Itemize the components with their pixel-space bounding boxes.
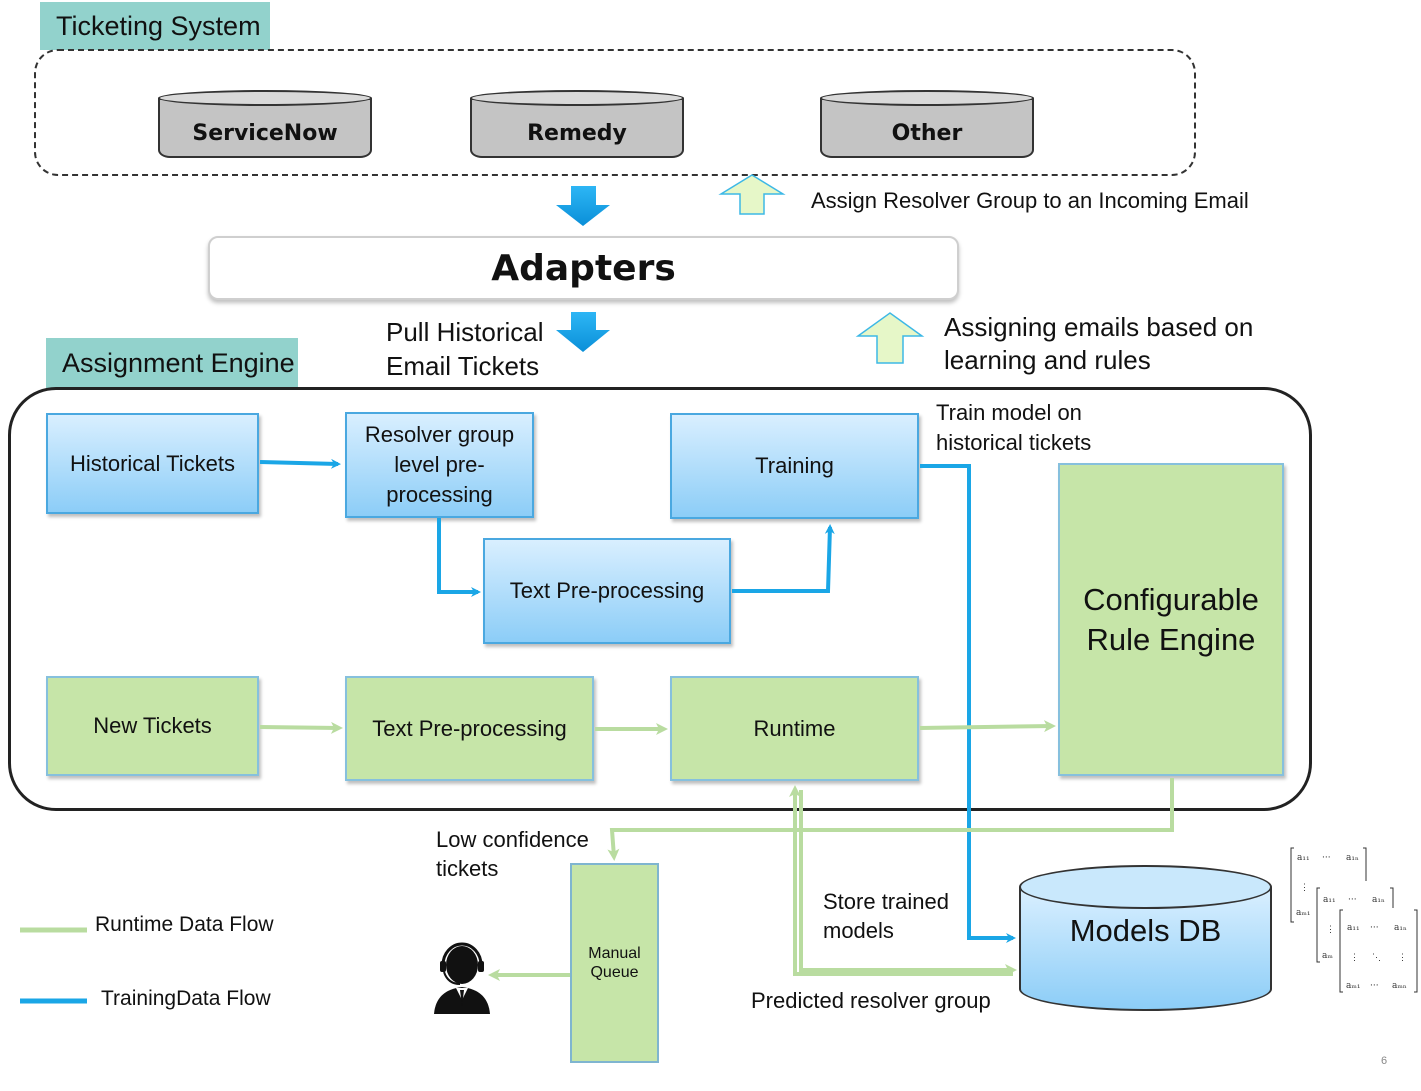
ticketing-system-group xyxy=(34,49,1196,176)
down-arrow-icon xyxy=(556,186,610,226)
other-db: Other xyxy=(820,90,1034,158)
page-number: 6 xyxy=(1381,1055,1388,1067)
svg-text:a₁₁: a₁₁ xyxy=(1347,923,1360,933)
svg-text:⋱: ⋱ xyxy=(1372,953,1381,963)
svg-text:a₁₁: a₁₁ xyxy=(1323,895,1336,905)
training-to-modelsdb-connector xyxy=(920,464,1016,943)
assigning-emails-label: Assigning emails based on learning and r… xyxy=(944,312,1254,375)
support-agent-icon xyxy=(434,942,490,1014)
svg-text:···: ··· xyxy=(1370,981,1379,991)
svg-text:a₁ₙ: a₁ₙ xyxy=(1346,853,1359,863)
svg-text:a₁ₙ: a₁ₙ xyxy=(1372,895,1385,905)
up-arrow-icon xyxy=(855,312,925,364)
down-arrow-icon xyxy=(556,312,610,352)
low-confidence-label: Low confidence tickets xyxy=(436,827,589,881)
newtickets-to-textpre-connector xyxy=(259,721,343,734)
svg-text:aₘ₁: aₘ₁ xyxy=(1296,908,1311,918)
svg-text:⋮: ⋮ xyxy=(1398,953,1407,963)
svg-text:a₁₁: a₁₁ xyxy=(1297,853,1310,863)
models-db: Models DB xyxy=(1019,865,1272,1011)
runtime-text-preprocessing-box: Text Pre-processing xyxy=(345,676,594,781)
training-box: Training xyxy=(670,413,919,519)
svg-text:···: ··· xyxy=(1322,853,1331,863)
historical-tickets-box: Historical Tickets xyxy=(46,413,259,514)
training-flow-connectors xyxy=(259,458,1016,943)
svg-text:···: ··· xyxy=(1370,923,1379,933)
predicted-resolver-label: Predicted resolver group xyxy=(751,988,991,1013)
svg-text:aₘ: aₘ xyxy=(1322,951,1333,961)
remedy-db: Remedy xyxy=(470,90,684,158)
runtime-to-modelsdb-connector xyxy=(799,790,1017,976)
historical-to-resolver-connector xyxy=(259,458,341,469)
svg-text:a₁ₙ: a₁ₙ xyxy=(1394,923,1407,933)
runtime-to-ruleengine-connector xyxy=(919,720,1056,733)
adapters-box: Adapters xyxy=(208,236,959,300)
legend-runtime-label: Runtime Data Flow xyxy=(95,913,274,936)
ticketing-system-title: Ticketing System xyxy=(40,2,270,50)
other-label: Other xyxy=(891,121,963,147)
assignment-engine-title: Assignment Engine xyxy=(46,338,298,388)
up-arrow-icon xyxy=(718,174,786,215)
matrix-icon: a₁₁ ··· a₁ₙ ⋮ aₘ₁ a₁₁ ··· a₁ₙ ⋮ aₘ a₁₁ ·… xyxy=(1290,847,1418,993)
resolver-to-textpre-connector xyxy=(437,518,481,597)
svg-text:⋮: ⋮ xyxy=(1300,883,1309,893)
textpre-to-training-connector xyxy=(732,524,835,593)
training-text-preprocessing-box: Text Pre-processing xyxy=(483,538,731,644)
ruleengine-to-manualqueue-connector xyxy=(607,778,1174,861)
svg-text:aₘₙ: aₘₙ xyxy=(1392,981,1407,991)
svg-text:···: ··· xyxy=(1348,895,1357,905)
legend-training-label: TrainingData Flow xyxy=(101,987,271,1010)
models-db-label: Models DB xyxy=(1069,913,1222,948)
train-model-label: Train model on historical tickets xyxy=(936,400,1092,455)
remedy-label: Remedy xyxy=(527,121,627,147)
servicenow-label: ServiceNow xyxy=(192,121,338,147)
runtime-box: Runtime xyxy=(670,676,919,781)
assignment-engine-group xyxy=(8,387,1312,811)
new-tickets-box: New Tickets xyxy=(46,676,259,776)
svg-text:aₘ₁: aₘ₁ xyxy=(1346,981,1361,991)
svg-text:⋮: ⋮ xyxy=(1350,953,1359,963)
modelsdb-to-runtime-connector xyxy=(789,785,1013,976)
store-trained-label: Store trained models xyxy=(823,889,949,943)
pull-historical-label: Pull Historical Email Tickets xyxy=(386,317,544,381)
runtime-flow-connectors xyxy=(259,720,1174,981)
assign-incoming-label: Assign Resolver Group to an Incoming Ema… xyxy=(811,188,1249,213)
servicenow-db: ServiceNow xyxy=(158,90,372,158)
svg-text:⋮: ⋮ xyxy=(1326,925,1335,935)
